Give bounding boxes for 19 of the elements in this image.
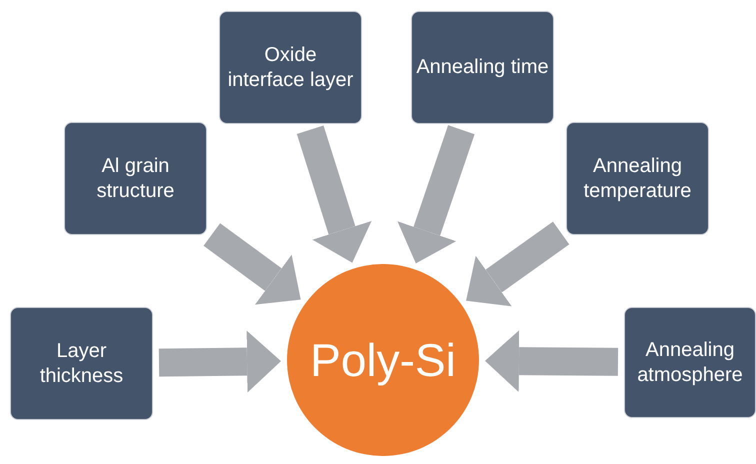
block-arrow xyxy=(397,125,475,264)
factor-box xyxy=(624,307,756,418)
factor-label: Al grain structure xyxy=(96,154,176,204)
factor-box xyxy=(566,122,709,235)
block-arrow xyxy=(485,330,618,392)
block-arrow xyxy=(158,330,281,393)
factor-box xyxy=(219,11,362,124)
factor-label: Annealing atmosphere xyxy=(636,338,744,388)
block-arrow xyxy=(296,126,372,263)
factor-label: Oxide interface layer xyxy=(226,42,354,92)
factor-box xyxy=(64,122,207,235)
block-arrow xyxy=(466,222,570,306)
factor-label: Annealing time xyxy=(416,55,549,80)
block-arrow xyxy=(204,223,301,305)
factor-box xyxy=(411,11,554,124)
circle-label: Poly-Si xyxy=(310,333,456,387)
factor-label: Annealing temperature xyxy=(582,154,692,204)
factor-label: Layer thickness xyxy=(38,338,124,388)
factor-box xyxy=(10,307,153,420)
